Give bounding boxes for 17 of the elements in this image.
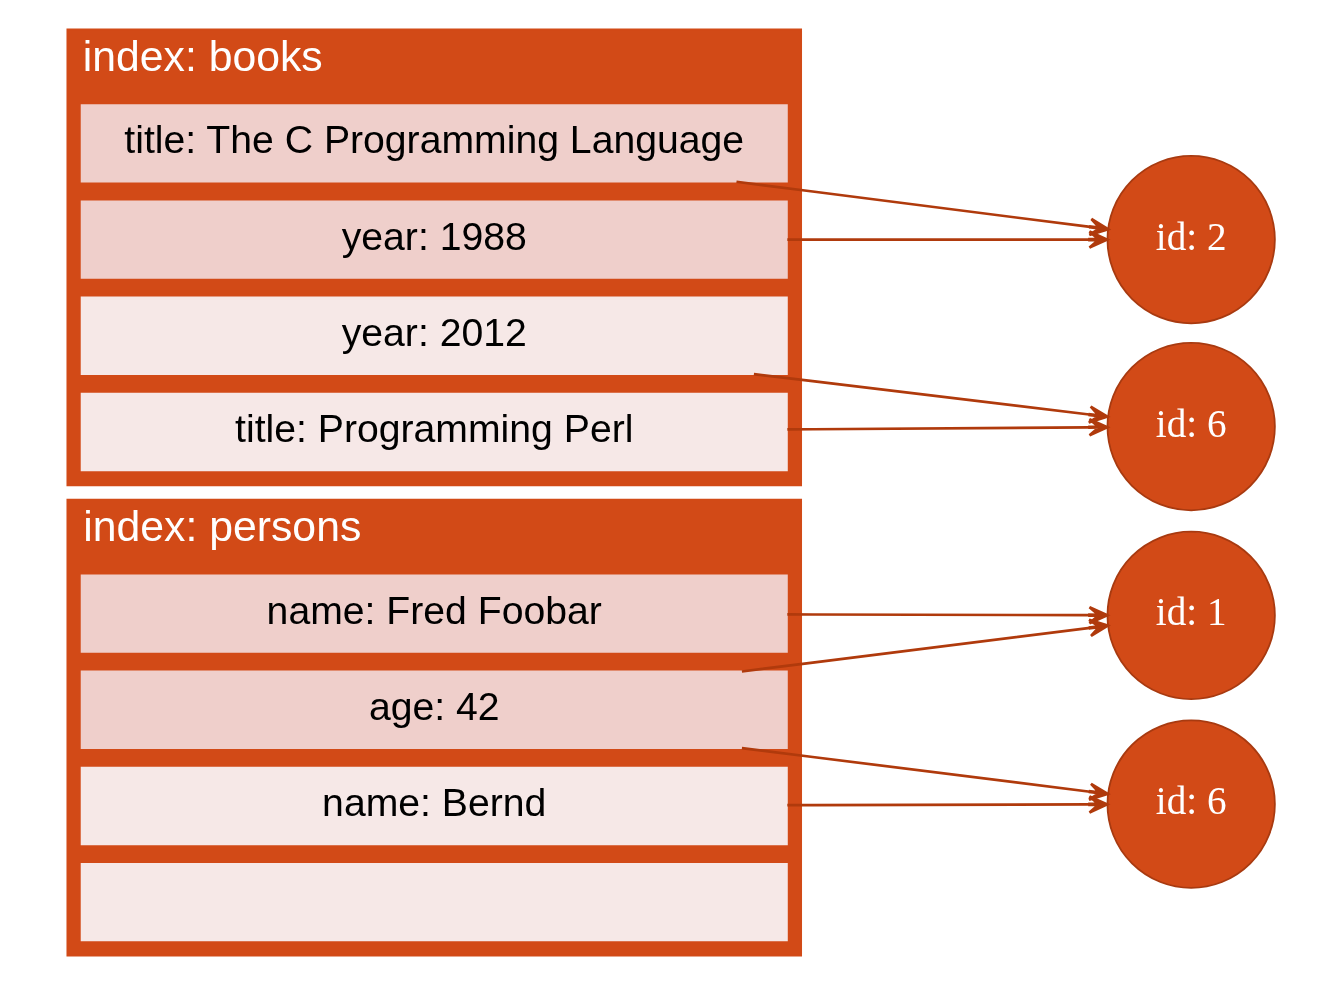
node-box: name: Fred Foobar <box>80 574 788 653</box>
arrow <box>741 746 1110 801</box>
node-box: age: 42 <box>80 670 788 749</box>
node-circle: id: 6 <box>1106 719 1276 889</box>
node-circle: id: 2 <box>1106 155 1276 325</box>
node-box: title: Programming Perl <box>80 392 788 472</box>
node-circle: id: 6 <box>1106 342 1276 512</box>
arrow <box>741 618 1110 673</box>
node-box: year: 1988 <box>80 200 788 279</box>
node-box: year: 2012 <box>80 296 788 375</box>
node-box: name: Bernd <box>80 766 788 846</box>
node-circle: id: 1 <box>1106 530 1276 700</box>
arrow <box>753 372 1109 424</box>
node-box: title: The C Programming Language <box>80 104 788 183</box>
arrow <box>787 230 1109 249</box>
node-box <box>80 862 788 942</box>
arrow <box>787 605 1109 625</box>
